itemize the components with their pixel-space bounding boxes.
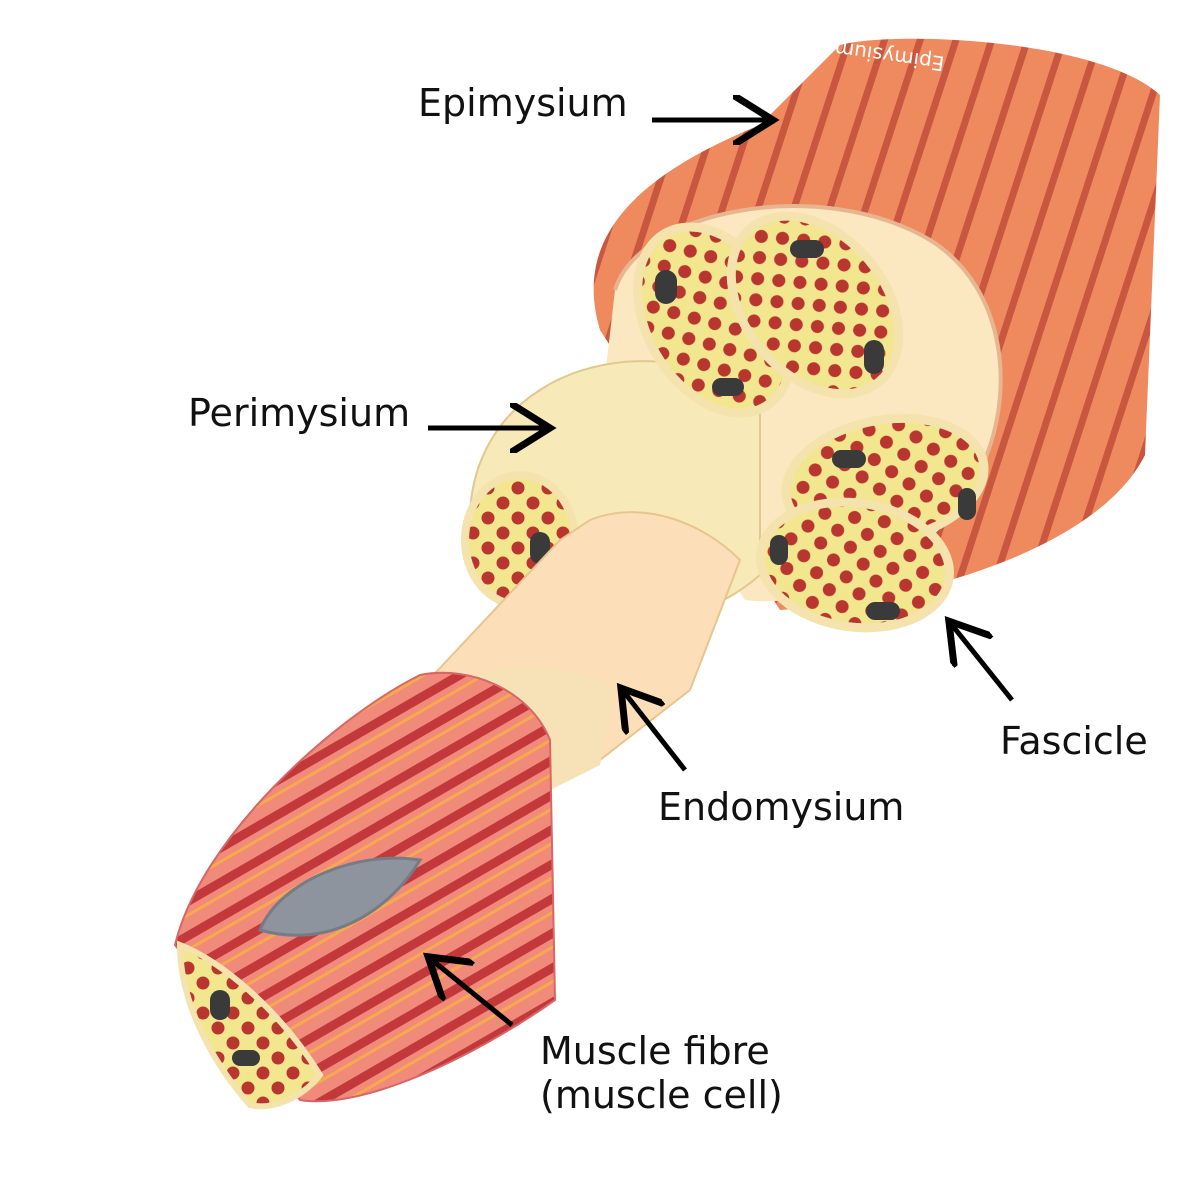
- label-epimysium: Epimysium: [418, 82, 628, 126]
- muscle-fibre: [175, 673, 555, 1106]
- label-muscle-fibre: Muscle fibre (muscle cell): [540, 1030, 783, 1117]
- label-muscle-fibre-line1: Muscle fibre: [540, 1030, 783, 1074]
- arrow-fascicle: [952, 625, 1012, 700]
- label-muscle-fibre-line2: (muscle cell): [540, 1074, 783, 1118]
- label-perimysium: Perimysium: [188, 392, 410, 436]
- label-endomysium: Endomysium: [658, 786, 904, 830]
- label-fascicle: Fascicle: [1000, 720, 1148, 764]
